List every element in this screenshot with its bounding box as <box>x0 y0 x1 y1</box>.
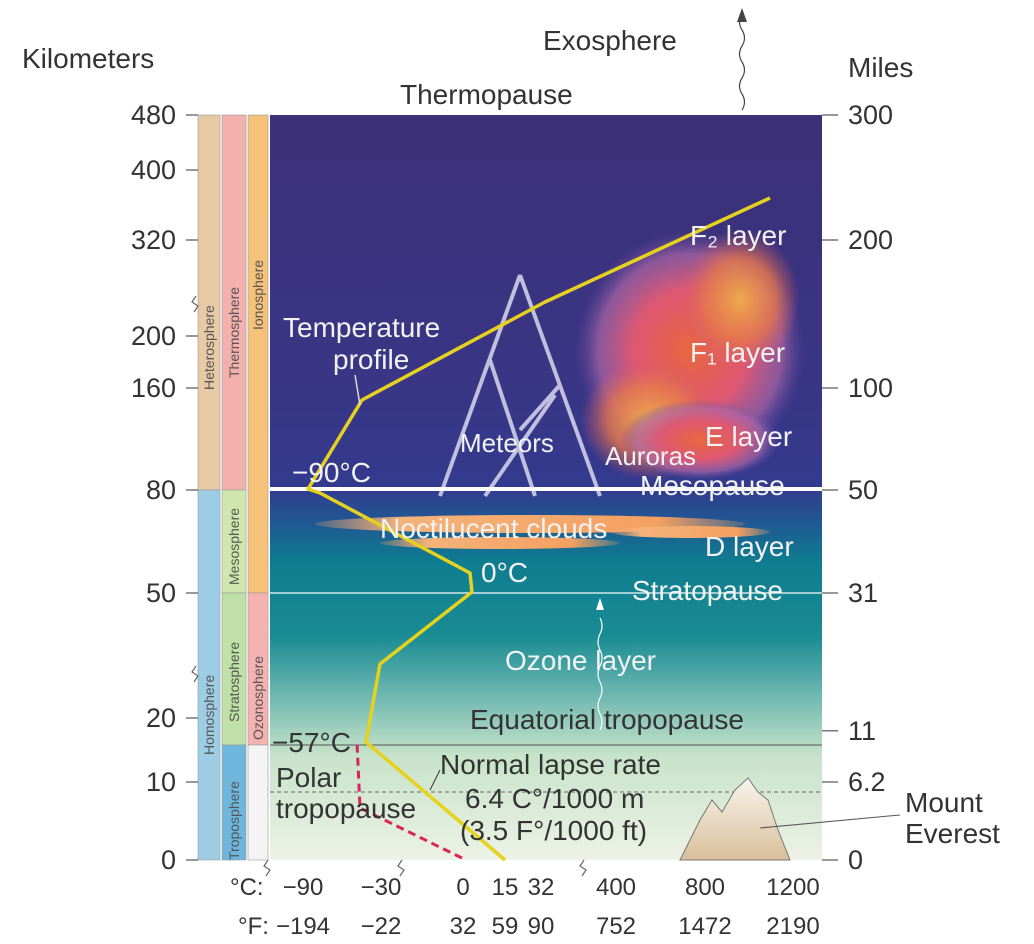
left-tick-label: 320 <box>131 225 176 255</box>
fahrenheit-tick-label: 90 <box>528 913 555 940</box>
normal-lapse-rate-label-2: 6.4 C°/1000 m <box>465 783 644 814</box>
celsius-tick-label: −90 <box>283 874 324 901</box>
exosphere-label: Exosphere <box>543 25 677 56</box>
fahrenheit-tick-label: −22 <box>361 913 402 940</box>
normal-lapse-rate-label-1: Normal lapse rate <box>440 749 661 780</box>
lapse-rate-pointer <box>429 769 441 791</box>
temperature-profile <box>306 196 771 862</box>
stratopause-label: Stratopause <box>632 575 783 606</box>
f1-layer-label: F₁ layer <box>690 337 785 368</box>
equatorial-tropopause-label: Equatorial tropopause <box>470 704 744 735</box>
auroras-label: Auroras <box>605 441 696 471</box>
meteor-trails <box>438 274 602 498</box>
fahrenheit-tick-label: 2190 <box>766 913 819 940</box>
left-tick-label: 160 <box>131 373 176 403</box>
mount-everest-label-2: Everest <box>905 818 1000 849</box>
troposphere-column <box>221 744 247 861</box>
polar-tropopause-label-2: tropopause <box>276 793 416 824</box>
thermosphere-label: Thermosphere <box>226 287 242 378</box>
mount-everest-label-1: Mount <box>905 787 983 818</box>
left-tick-label: 80 <box>146 475 176 505</box>
celsius-tick-label: −30 <box>361 874 402 901</box>
temperature-profile-label-1: Temperature <box>283 312 440 343</box>
left-tick-label: 10 <box>146 767 176 797</box>
thermosphere-column <box>221 114 247 491</box>
noctilucent-clouds <box>315 515 770 549</box>
fahrenheit-tick-label: 1472 <box>678 913 731 940</box>
right-tick-label: 300 <box>848 100 893 130</box>
ozone-arrow <box>596 598 604 731</box>
ozonosphere-label: Ozonosphere <box>250 656 266 740</box>
noctilucent-clouds-label: Noctilucent clouds <box>380 513 607 544</box>
temperature-profile-pointer <box>354 374 361 406</box>
e-layer-label: E layer <box>705 421 792 452</box>
fahrenheit-prefix: °F: <box>238 913 269 940</box>
minus-90-label: −90°C <box>292 457 371 488</box>
d-layer-label: D layer <box>705 531 794 562</box>
homosphere-label: Homosphere <box>201 675 217 755</box>
fahrenheit-tick-label: 752 <box>596 913 636 940</box>
troposphere-label: Troposphere <box>226 781 242 860</box>
right-tick-label: 200 <box>848 225 893 255</box>
celsius-tick-label: 800 <box>685 874 725 901</box>
exosphere-arrow <box>737 8 747 111</box>
aurora-glow <box>575 230 805 480</box>
right-tick-label: 31 <box>848 578 878 608</box>
stratosphere-label: Stratosphere <box>226 642 242 722</box>
meteors-label: Meteors <box>460 428 554 458</box>
thermopause-label: Thermopause <box>400 79 573 110</box>
ionosphere-column <box>247 114 269 594</box>
polar-temperature-line <box>355 741 463 860</box>
left-tick-label: 0 <box>161 845 176 875</box>
right-tick-label: 6.2 <box>848 767 886 797</box>
right-tick-label: 50 <box>848 475 878 505</box>
left-tick-label: 20 <box>146 703 176 733</box>
fahrenheit-tick-label: −194 <box>276 913 330 940</box>
left-tick-label: 200 <box>131 321 176 351</box>
right-tick-label: 0 <box>848 845 863 875</box>
axis-break-marks <box>191 295 587 877</box>
left-tick-label: 50 <box>146 578 176 608</box>
bottom-temperature-scale: °C: °F: −90 −30 0 15 32 400 800 1200 −194 −22 32 5… <box>230 874 820 940</box>
ozone-layer-label: Ozone layer <box>505 645 656 676</box>
lower-white-column <box>247 744 269 861</box>
left-tick-label: 480 <box>131 100 176 130</box>
homosphere-column <box>197 489 221 861</box>
stratosphere-column <box>221 592 247 746</box>
minus-57-label: −57°C <box>272 727 351 758</box>
fahrenheit-tick-label: 59 <box>492 913 519 940</box>
celsius-tick-label: 400 <box>596 874 636 901</box>
zero-c-label: 0°C <box>481 557 528 588</box>
heterosphere-column <box>197 114 221 491</box>
f2-layer-label: F₂ layer <box>690 220 786 251</box>
mesopause-label: Mesopause <box>640 470 785 501</box>
right-tick-label: 100 <box>848 373 893 403</box>
left-axis: Kilometers 480 400 320 200 160 80 50 20 10 0 <box>22 43 198 875</box>
ionosphere-label: Ionosphere <box>250 260 266 330</box>
mount-everest-shape <box>679 777 791 861</box>
fahrenheit-tick-label: 32 <box>450 913 477 940</box>
celsius-tick-label: 1200 <box>766 874 819 901</box>
left-axis-title: Kilometers <box>22 43 154 74</box>
heterosphere-label: Heterosphere <box>201 305 217 390</box>
boundary-lines <box>270 487 822 793</box>
celsius-tick-label: 32 <box>528 874 555 901</box>
celsius-prefix: °C: <box>230 874 264 901</box>
normal-lapse-rate-label-3: (3.5 F°/1000 ft) <box>460 815 647 846</box>
mesosphere-label: Mesosphere <box>226 508 242 585</box>
celsius-tick-label: 0 <box>456 874 469 901</box>
normal-temperature-line <box>306 196 771 862</box>
sphere-columns: Heterosphere Homosphere Thermosphere Mes… <box>197 114 269 861</box>
right-axis: Miles 300 200 100 50 31 11 6.2 0 <box>822 52 913 875</box>
temperature-profile-label-2: profile <box>333 344 409 375</box>
polar-tropopause-label-1: Polar <box>276 762 341 793</box>
mesosphere-column <box>221 489 247 594</box>
right-axis-title: Miles <box>848 52 913 83</box>
celsius-tick-label: 15 <box>492 874 519 901</box>
right-tick-label: 11 <box>848 716 876 746</box>
left-tick-label: 400 <box>131 155 176 185</box>
mount-everest-pointer <box>759 814 901 829</box>
